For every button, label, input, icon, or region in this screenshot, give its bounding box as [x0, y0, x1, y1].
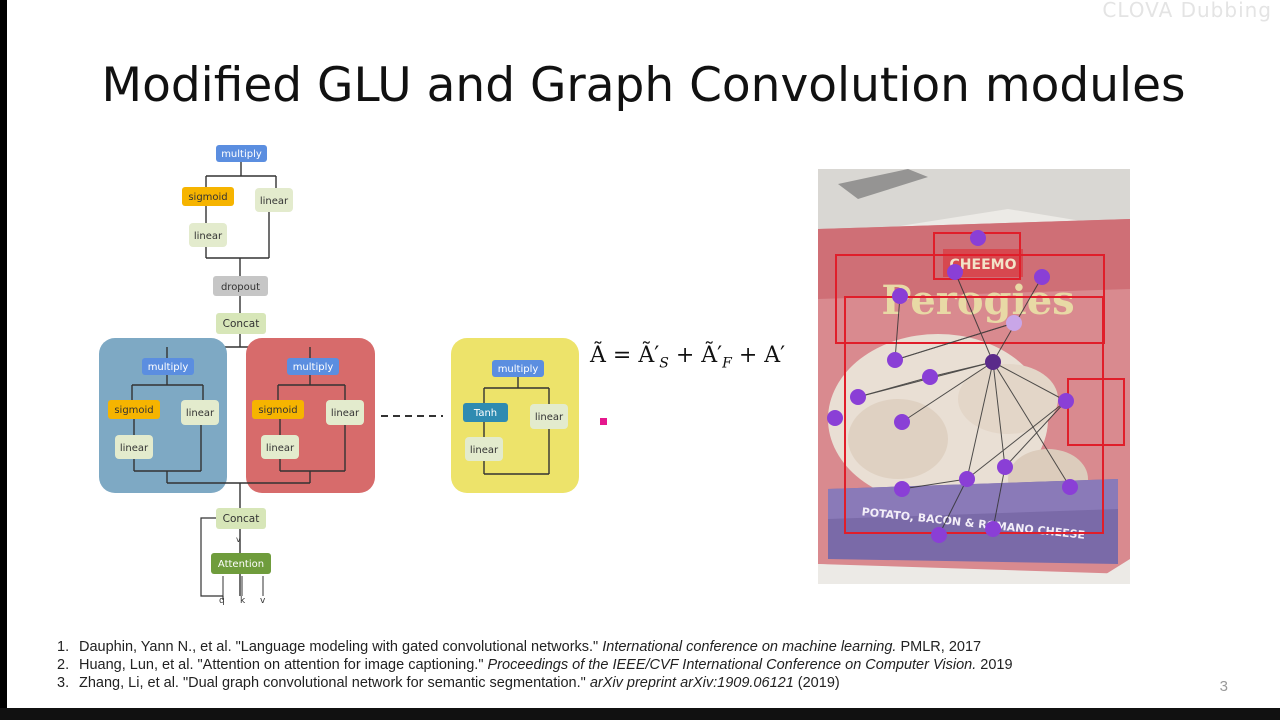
slide-title: Modified GLU and Graph Convolution modul…	[101, 58, 1186, 113]
linear-label: linear	[260, 196, 289, 207]
sigmoid-label: sigmoid	[258, 405, 297, 416]
multiply-label: multiply	[221, 149, 262, 160]
eq-term-a: A′	[764, 343, 786, 368]
k-label: k	[240, 596, 246, 606]
sigmoid-node: sigmoid	[182, 187, 234, 206]
eq-sub-f: F	[722, 355, 732, 372]
concat-label: Concat	[223, 513, 260, 525]
linear-label: linear	[266, 443, 295, 454]
attention-block: Concat v Attention q k v	[200, 508, 271, 606]
eq-lhs: Ã	[590, 343, 606, 368]
v-label: v	[260, 596, 266, 606]
bottom-bar	[0, 708, 1280, 720]
yellow-glu-panel: multiply Tanh linear linear	[451, 338, 579, 493]
tanh-label: Tanh	[473, 408, 497, 419]
package-logo-text: CHEEMO	[950, 257, 1017, 273]
sigmoid-label: sigmoid	[188, 192, 227, 203]
top-glu-block: multiply sigmoid linear linear dropout C…	[167, 145, 310, 348]
linear-label: linear	[535, 412, 564, 423]
eq-sub-s: S	[659, 355, 669, 372]
pink-arrow	[600, 418, 607, 425]
linear-node-left: linear	[189, 223, 227, 247]
slide: CLOVA Dubbing Modified GLU and Graph Con…	[7, 0, 1280, 708]
multiply-label: multiply	[148, 362, 189, 373]
reference-item: 3.Zhang, Li, et al. "Dual graph convolut…	[57, 675, 840, 691]
svg-text:v: v	[236, 535, 241, 544]
linear-label: linear	[186, 408, 215, 419]
red-glu-panel: multiply sigmoid linear linear	[246, 338, 375, 493]
linear-node-right: linear	[255, 188, 293, 212]
linear-label: linear	[120, 443, 149, 454]
linear-label: linear	[194, 231, 223, 242]
blue-glu-panel: multiply sigmoid linear linear	[99, 338, 227, 493]
multiply-label: multiply	[498, 364, 539, 375]
sigmoid-label: sigmoid	[114, 405, 153, 416]
page-number: 3	[1219, 678, 1228, 695]
reference-item: 2.Huang, Lun, et al. "Attention on atten…	[57, 657, 1013, 673]
product-photo-with-graph: CHEEMO Perogies POTATO, BACON & ROMANO C…	[818, 169, 1130, 584]
linear-label: linear	[470, 445, 499, 456]
adjacency-equation: Ã = Ã′S + Ã′F + A′	[590, 343, 785, 371]
dropout-label: dropout	[221, 282, 260, 293]
architecture-diagram: multiply sigmoid linear linear dropout C…	[99, 145, 607, 606]
references-list: 1.Dauphin, Yann N., et al. "Language mod…	[57, 638, 1013, 692]
multiply-label: multiply	[293, 362, 334, 373]
linear-label: linear	[331, 408, 360, 419]
eq-plus: +	[675, 343, 695, 368]
concat-label: Concat	[223, 318, 260, 330]
dropout-node: dropout	[213, 276, 268, 296]
eq-term-s: Ã′	[638, 343, 660, 368]
attention-label: Attention	[218, 559, 264, 570]
eq-plus: +	[738, 343, 758, 368]
eq-term-f: Ã′	[701, 343, 723, 368]
multiply-node: multiply	[216, 145, 267, 162]
q-label: q	[219, 596, 225, 606]
concat-node-top: Concat	[216, 313, 266, 334]
reference-item: 1.Dauphin, Yann N., et al. "Language mod…	[57, 639, 982, 655]
eq-equals: =	[612, 343, 632, 368]
watermark: CLOVA Dubbing	[1102, 0, 1272, 22]
